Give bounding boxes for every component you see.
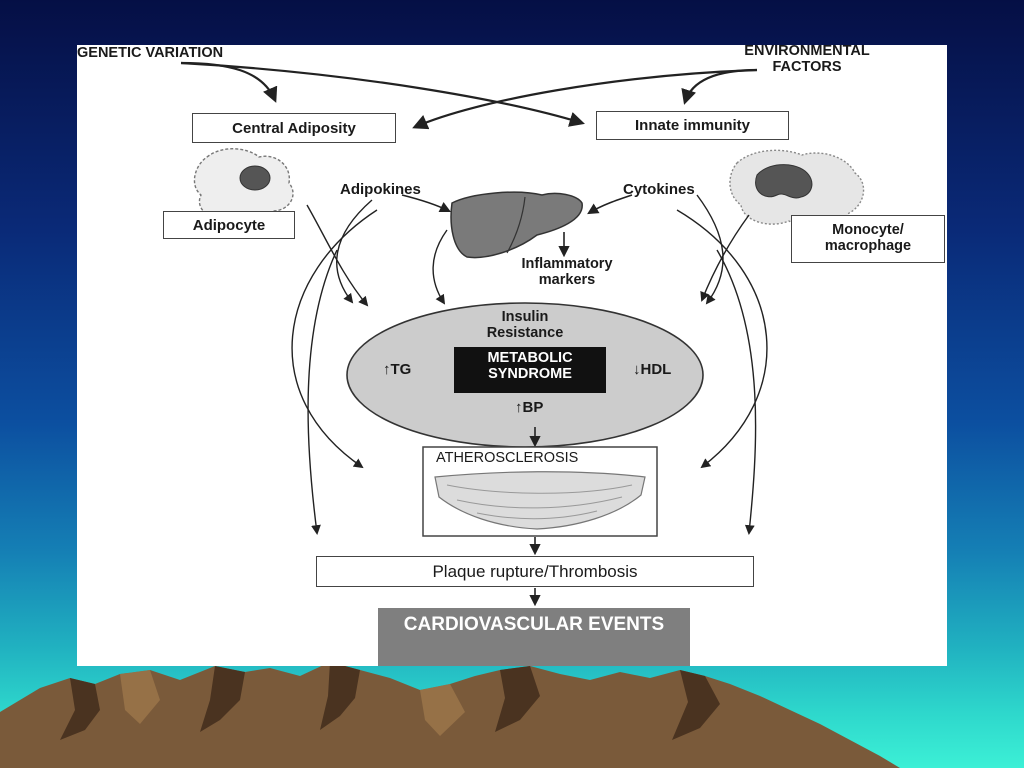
arrow-liver-to-ir <box>432 229 448 305</box>
hdl-label: ↓HDL <box>633 361 672 378</box>
arrow-adipokines-to-liver <box>401 194 452 213</box>
cytokines-label: Cytokines <box>623 181 695 198</box>
arrow-genetic-to-immunity <box>180 61 585 127</box>
macrophage-nucleus-icon <box>755 164 813 199</box>
artery-texture <box>446 484 633 520</box>
arrow-env-to-adiposity <box>412 68 758 130</box>
arrow-right-outer-1 <box>676 209 768 469</box>
arrow-right-outer-2 <box>716 249 757 535</box>
plaque-rupture-box: Plaque rupture/Thrombosis <box>316 556 754 587</box>
arrow-left-outer-2 <box>307 249 338 535</box>
arrow-adipocyte-to-ir <box>306 204 369 307</box>
mountain-shadow <box>672 670 720 740</box>
mountain-shadow <box>60 678 100 740</box>
metabolic-syndrome-box <box>454 347 606 393</box>
metabolic-syndrome-label: METABOLIC SYNDROME <box>487 350 573 382</box>
cardiovascular-events-label: CARDIOVASCULAR EVENTS <box>403 614 665 635</box>
mountain-range <box>0 662 900 768</box>
adipocyte-box: Adipocyte <box>163 211 295 239</box>
bp-label: ↑BP <box>515 399 544 416</box>
inflammatory-markers-label: Inflammatory markers <box>521 256 613 288</box>
insulin-resistance-label: Insulin Resistance <box>486 309 564 341</box>
central-adiposity-box: Central Adiposity <box>192 113 396 143</box>
mountain-highlight <box>420 684 465 736</box>
cardiovascular-events-box <box>378 608 690 666</box>
arrow-adipokines-to-ir <box>336 199 373 304</box>
arrow-macrophage-to-ir <box>700 214 750 302</box>
mountain-shadow <box>200 666 245 732</box>
mountain-shadow <box>495 666 540 732</box>
liver-icon <box>450 191 583 259</box>
diagram-panel: GENETIC VARIATION ENVIRONMENTAL FACTORS … <box>77 45 947 666</box>
adipokines-label: Adipokines <box>340 181 421 198</box>
pathway-diagram <box>180 61 865 666</box>
arrow-cytokines-to-liver <box>587 194 633 215</box>
adipocyte-nucleus-icon <box>239 165 271 191</box>
innate-immunity-box: Innate immunity <box>596 111 789 140</box>
tg-label: ↑TG <box>383 361 412 378</box>
atherosclerosis-label: ATHEROSCLEROSIS <box>436 450 579 466</box>
genetic-variation-label: GENETIC VARIATION <box>77 45 224 61</box>
arrow-cytokines-to-ir <box>696 194 724 305</box>
mountain-highlight <box>120 670 160 724</box>
liver-lobe-line <box>506 196 526 254</box>
monocyte-macrophage-box: Monocyte/ macrophage <box>791 215 945 263</box>
arrow-left-outer-1 <box>291 209 378 469</box>
mountain-shadow <box>320 662 360 730</box>
environmental-factors-label: ENVIRONMENTAL FACTORS <box>744 45 870 75</box>
